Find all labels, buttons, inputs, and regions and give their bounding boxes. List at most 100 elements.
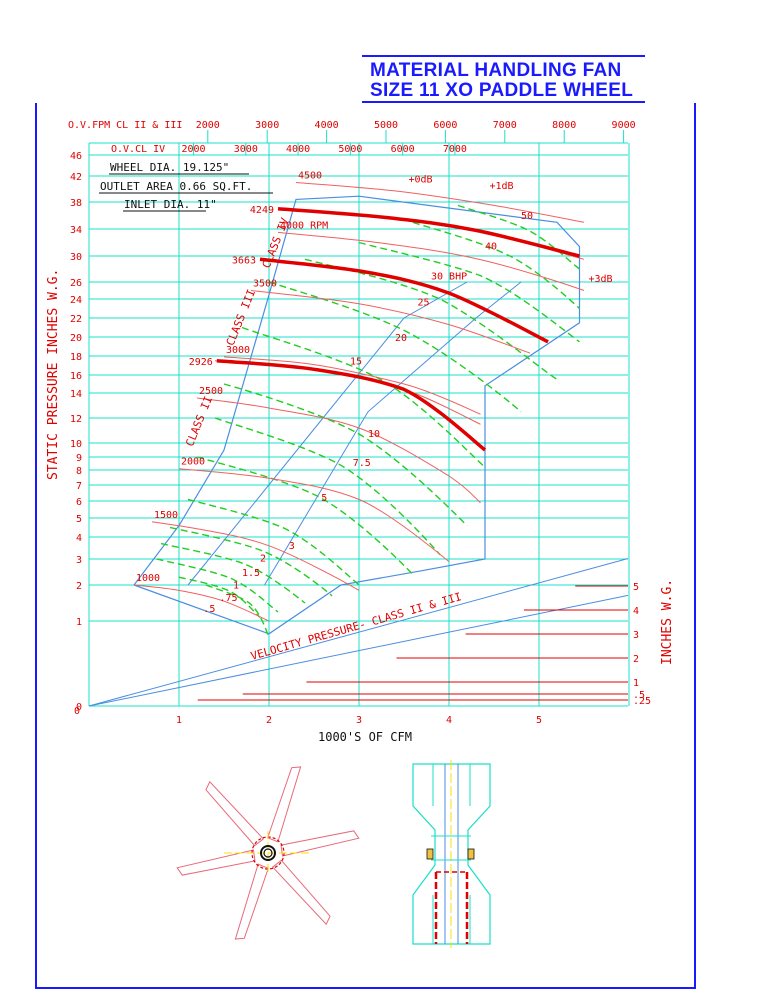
- bhp-curve: [205, 584, 270, 639]
- bhp-curve: [241, 326, 486, 468]
- impeller-blade: [234, 863, 269, 940]
- y-tick-label: 24: [70, 295, 82, 306]
- class-limit-label: 2926: [189, 357, 213, 368]
- y-tick-label: 20: [70, 333, 82, 344]
- bhp-label: .75: [220, 593, 238, 604]
- ovfpm-cl23-label: O.V.FPM CL II & III: [68, 120, 182, 131]
- bhp-curve: [358, 241, 580, 343]
- rpm-curve-2000: [178, 468, 450, 562]
- y-tick-label: 16: [70, 371, 82, 382]
- class-label: CLASS II: [183, 394, 215, 448]
- vp-curve-class4: [88, 558, 629, 707]
- impeller-blade: [205, 780, 265, 847]
- y-tick-label: 30: [70, 252, 82, 263]
- y-tick-label: 6: [76, 497, 82, 508]
- bhp-label: 7.5: [353, 458, 371, 469]
- velocity-pressure-layer: [88, 558, 629, 707]
- vp-tick-label: .5: [633, 690, 645, 701]
- x-axis-title: 1000'S OF CFM: [318, 730, 412, 744]
- bhp-curve: [178, 576, 261, 618]
- rpm-curve-2500: [196, 397, 481, 504]
- y-tick-label: 1: [76, 617, 82, 628]
- shaft-bore: [260, 845, 276, 861]
- ovcl4-tick-label: 4000: [286, 144, 310, 155]
- y-tick-label: 26: [70, 278, 82, 289]
- rpm-label: 4000 RPM: [280, 220, 328, 231]
- bhp-label: 1: [233, 581, 239, 592]
- vp-tick-label: 5: [633, 582, 639, 593]
- db-label: +0dB: [409, 175, 433, 186]
- border-right: [694, 103, 696, 988]
- bhp-label: 50: [521, 211, 533, 222]
- side-view-outline: [412, 763, 491, 945]
- y-tick-label: 3: [76, 555, 82, 566]
- bhp-curve: [196, 456, 414, 576]
- class-limit-curve-4249: [277, 207, 580, 258]
- ovfpm-tick-label: 3000: [255, 120, 279, 131]
- vp-tick-label: 2: [633, 654, 639, 665]
- right-axis-title: INCHES W.G.: [660, 579, 675, 665]
- bhp-label: .5: [203, 604, 215, 615]
- y-tick-label: 10: [70, 439, 82, 450]
- class-limit-curve-2926: [216, 359, 487, 452]
- title-rule-bottom: [362, 101, 645, 103]
- bhp-curve: [187, 498, 360, 586]
- y-tick-label: 22: [70, 314, 82, 325]
- y-tick-label: 14: [70, 389, 82, 400]
- db-label: +1dB: [490, 181, 514, 192]
- class-limit-label: 3663: [232, 255, 256, 266]
- x-tick-label: 5: [536, 715, 542, 726]
- vp-tick-label: 4: [633, 606, 639, 617]
- bhp-curve: [457, 204, 580, 270]
- ovcl4-label: O.V.CL IV: [111, 144, 165, 155]
- rpm-label: 1000: [136, 573, 160, 584]
- bhp-curve: [156, 558, 279, 613]
- x-tick-label: 1: [176, 715, 182, 726]
- rpm-curve-3000: [223, 356, 481, 415]
- rpm-curve-4500: [295, 182, 585, 223]
- rpm-curve-3500: [250, 290, 531, 354]
- vp-tick-label: 1: [633, 678, 639, 689]
- rpm-label: 2000: [181, 457, 205, 468]
- outlet-area: OUTLET AREA 0.66 SQ.FT.: [100, 180, 252, 193]
- wheel-diameter: WHEEL DIA. 19.125": [110, 161, 229, 174]
- rpm-curve-3663: [259, 258, 540, 338]
- db-label: +3dB: [589, 274, 613, 285]
- vp-label: VELOCITY PRESSURE- CLASS II & III: [249, 590, 463, 663]
- ovcl4-tick-label: 2000: [181, 144, 205, 155]
- impeller-side-view: [412, 760, 491, 948]
- hub-block-left: [426, 848, 434, 860]
- y-tick-label: 34: [70, 225, 82, 236]
- bhp-label: 15: [350, 357, 362, 368]
- y-tick-label: 38: [70, 198, 82, 209]
- bhp-curve: [412, 221, 580, 310]
- rpm-label: 3000: [226, 345, 250, 356]
- impeller-blade: [271, 859, 331, 926]
- y-tick-label: 18: [70, 352, 82, 363]
- bhp-curves-layer: [156, 204, 580, 639]
- rpm-curve-1000: [133, 584, 270, 622]
- rpm-curve-1500: [151, 521, 360, 591]
- ovcl4-tick-label: 5000: [338, 144, 362, 155]
- ovfpm-tick-label: 7000: [493, 120, 517, 131]
- y-tick-label: 7: [76, 481, 82, 492]
- bhp-curve: [169, 526, 333, 597]
- hub-block-right: [467, 848, 475, 860]
- axis-titles: 1000'S OF CFM STATIC PRESSURE INCHES W.G…: [46, 120, 675, 744]
- impeller-blade: [267, 766, 302, 843]
- title-rule-top: [362, 55, 645, 57]
- envelope-outline: [133, 195, 581, 635]
- bhp-label: 20: [395, 333, 407, 344]
- x-tick-label: 3: [356, 715, 362, 726]
- x-tick-label: 0: [74, 706, 80, 717]
- chart-title-line1: MATERIAL HANDLING FAN: [370, 60, 622, 81]
- class-limit-curve-3663: [259, 257, 549, 344]
- ovfpm-tick-label: 9000: [612, 120, 636, 131]
- bhp-label: 5: [321, 493, 327, 504]
- impeller-front-view: [176, 766, 360, 940]
- x-tick-label: 4: [446, 715, 452, 726]
- rpm-label: 4500: [298, 171, 322, 182]
- shaft-bore-inner: [263, 848, 273, 858]
- impeller-blade: [176, 849, 256, 876]
